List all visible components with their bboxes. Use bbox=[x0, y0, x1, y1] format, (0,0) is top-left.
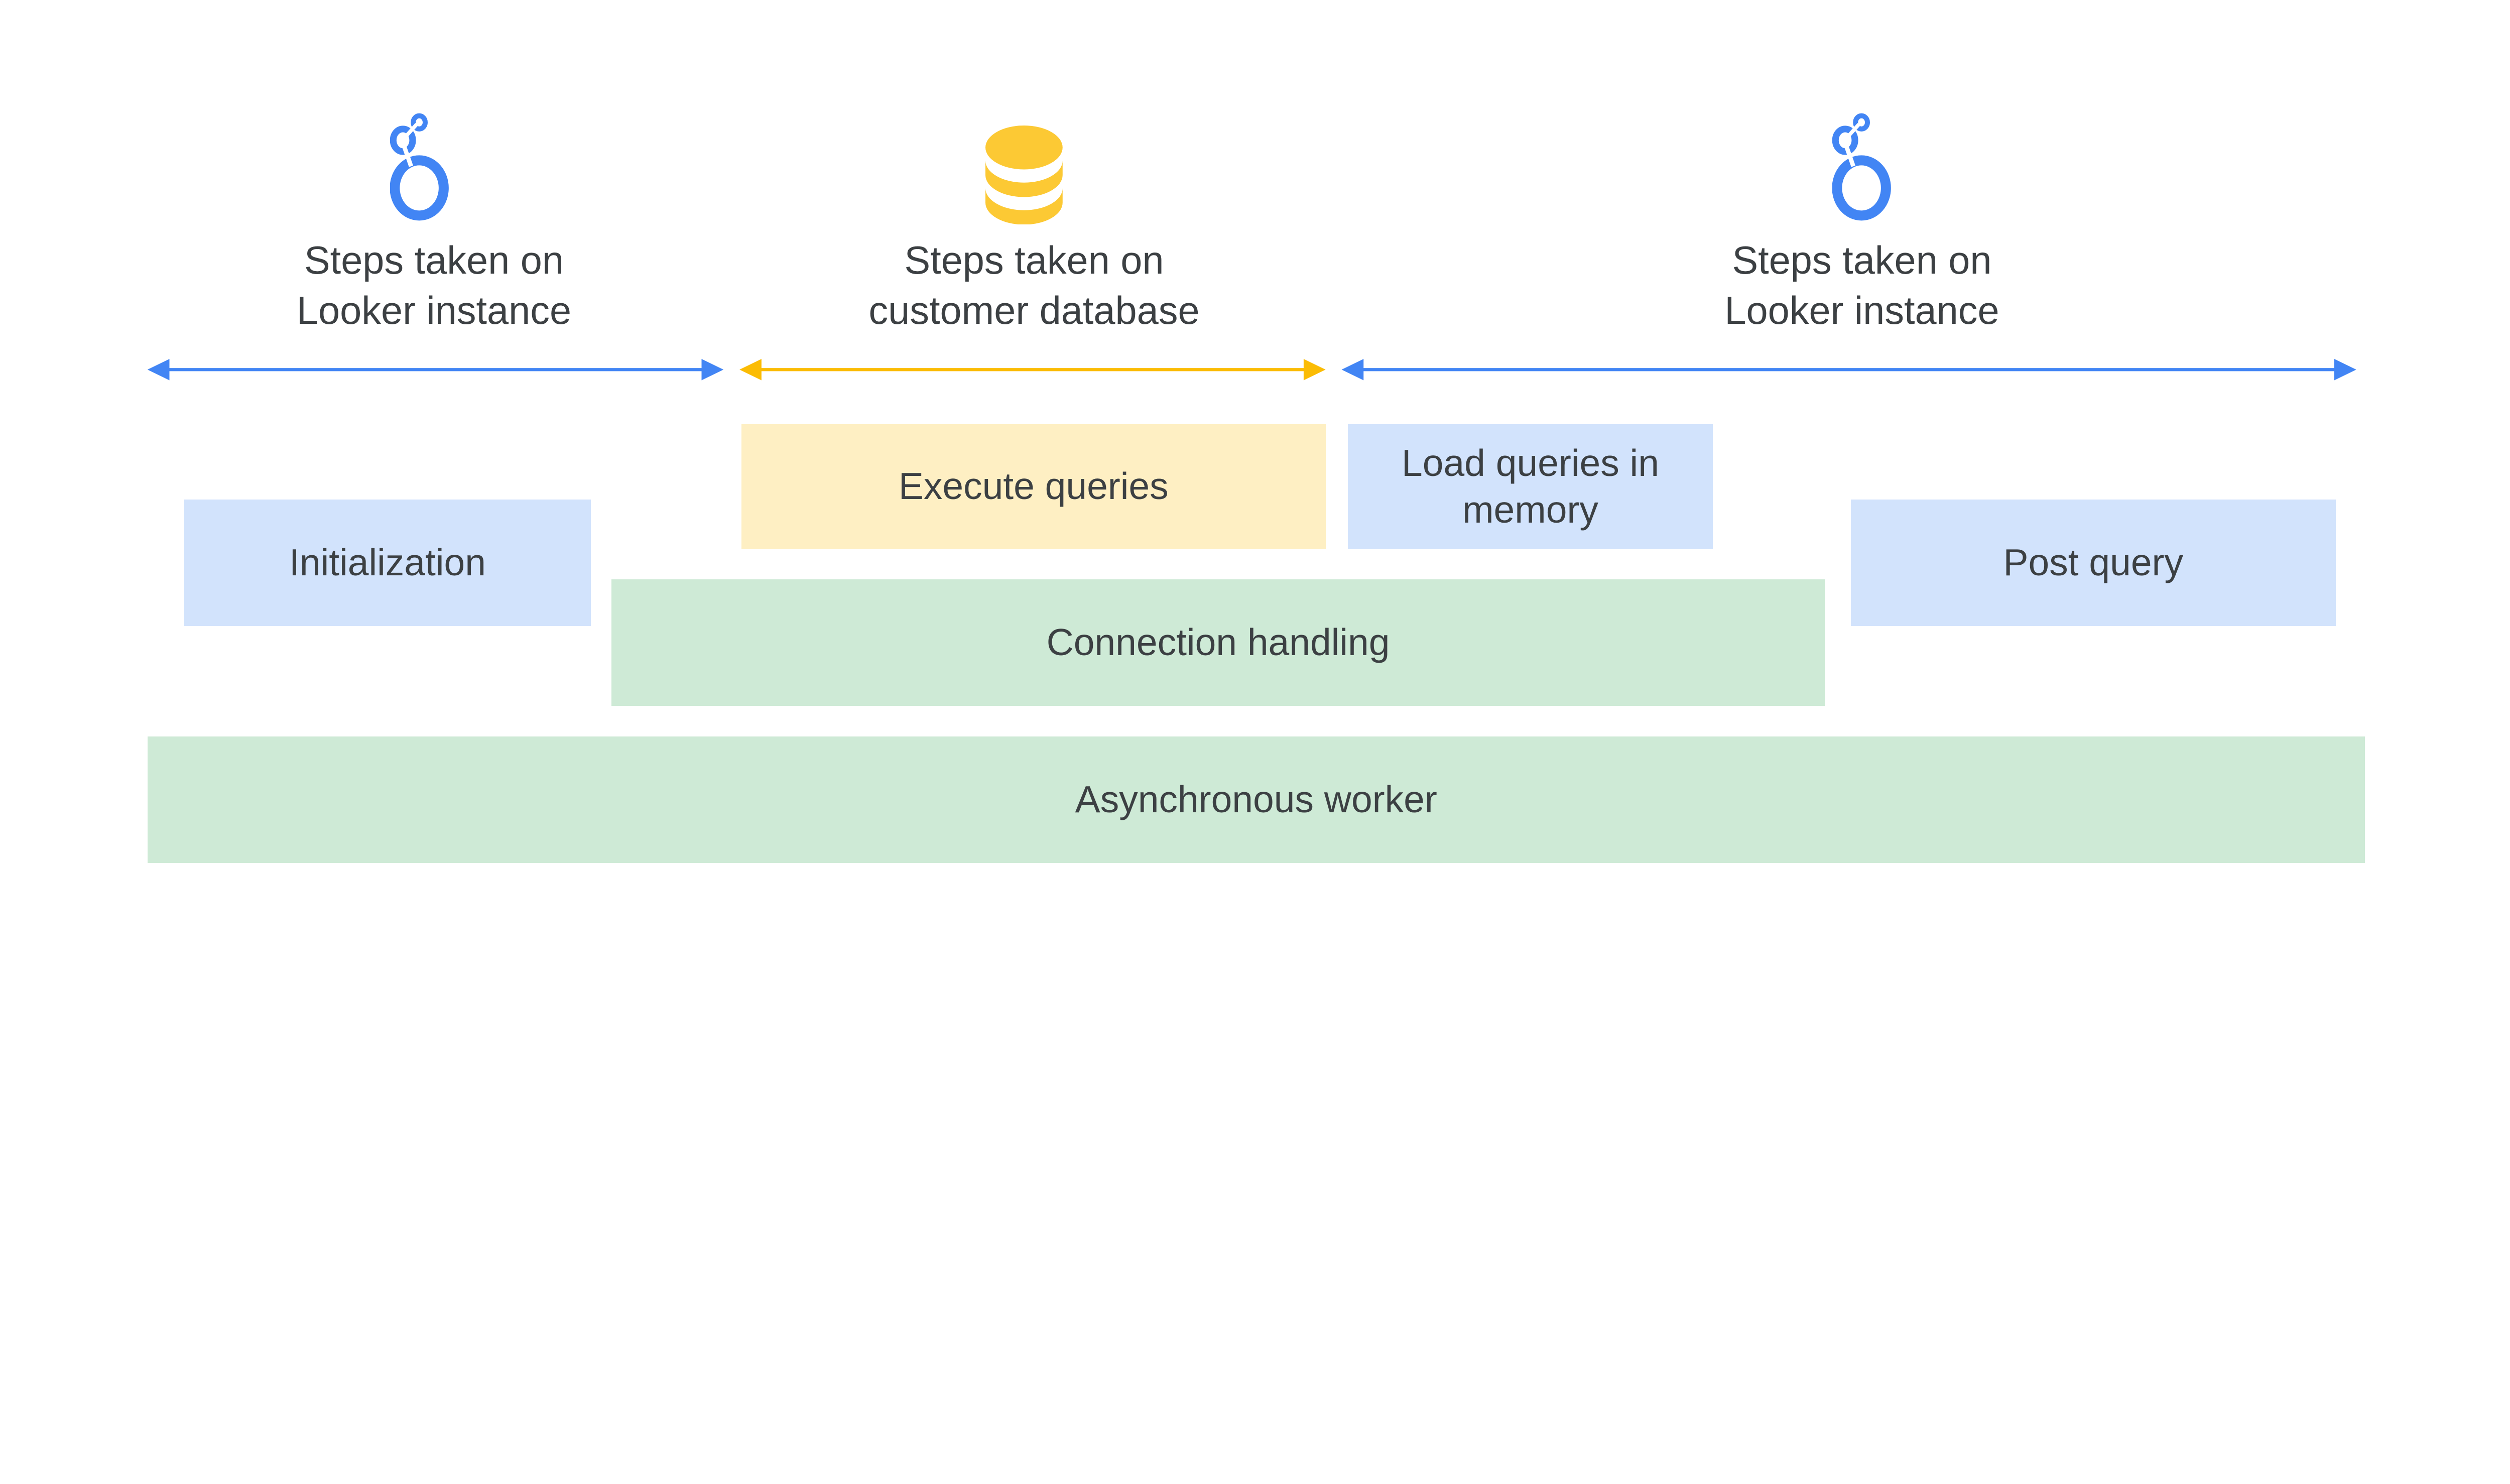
heading-line: Steps taken on bbox=[904, 238, 1164, 282]
heading-line: Looker instance bbox=[1724, 289, 1999, 332]
heading-line: Steps taken on bbox=[1732, 238, 1992, 282]
database-icon bbox=[985, 125, 1063, 225]
arrow-looker-2 bbox=[1341, 359, 2356, 381]
section-heading-looker-2: Steps taken on Looker instance bbox=[1643, 235, 2082, 336]
box-label: Initialization bbox=[289, 541, 486, 584]
heading-line: customer database bbox=[868, 289, 1200, 332]
looker-logo-icon bbox=[1832, 113, 1891, 221]
load-queries-box: Load queries in memory bbox=[1348, 424, 1713, 549]
diagram-canvas: Steps taken on Looker instance Steps tak… bbox=[147, 113, 2365, 863]
arrow-looker-1 bbox=[147, 359, 724, 381]
box-label: Asynchronous worker bbox=[1075, 778, 1437, 820]
heading-line: Looker instance bbox=[296, 289, 572, 332]
box-label: Connection handling bbox=[1046, 621, 1390, 664]
section-heading-database: Steps taken on customer database bbox=[815, 235, 1254, 336]
asynchronous-worker-box: Asynchronous worker bbox=[148, 736, 2365, 863]
connection-handling-box: Connection handling bbox=[611, 579, 1825, 706]
arrow-database bbox=[739, 359, 1326, 381]
heading-line: Steps taken on bbox=[304, 238, 564, 282]
post-query-box: Post query bbox=[1850, 500, 2336, 626]
looker-logo-icon bbox=[390, 113, 449, 221]
box-label: Load queries in memory bbox=[1402, 441, 1659, 531]
box-label: Execute queries bbox=[898, 465, 1169, 508]
box-label: Post query bbox=[2003, 541, 2184, 584]
initialization-box: Initialization bbox=[184, 500, 591, 626]
span-arrows bbox=[147, 359, 2356, 381]
section-heading-looker-1: Steps taken on Looker instance bbox=[214, 235, 654, 336]
execute-queries-box: Execute queries bbox=[741, 424, 1326, 549]
